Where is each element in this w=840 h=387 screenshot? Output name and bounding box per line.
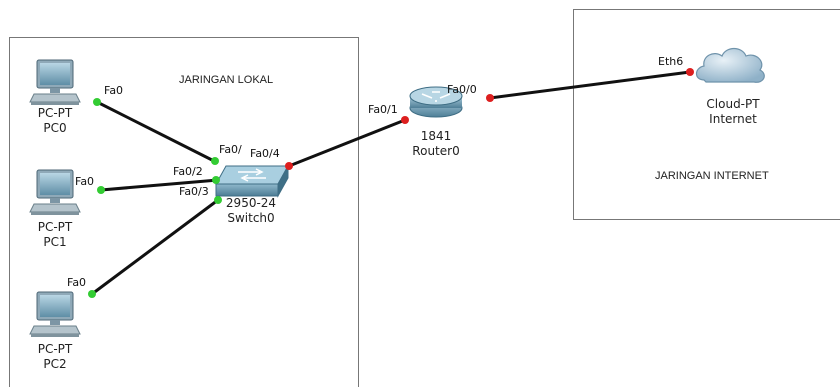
port-dot-switch0-fa03 xyxy=(214,196,222,204)
router0-name: Router0 xyxy=(412,144,460,158)
port-dot-pc1-fa0 xyxy=(97,186,105,194)
port-dot-router0-fa01 xyxy=(401,116,409,124)
port-dot-pc2-fa0 xyxy=(88,290,96,298)
pc2-model: PC-PT xyxy=(37,342,73,356)
pc0-name: PC0 xyxy=(43,121,67,135)
pc1-name: PC1 xyxy=(43,235,67,249)
internet-network-label: JARINGAN INTERNET xyxy=(655,170,769,182)
port-label-switch0-fa04: Fa0/4 xyxy=(250,147,280,160)
link-pc1-switch0[interactable] xyxy=(100,178,219,192)
cloud-name: Internet xyxy=(709,112,757,126)
pc-icon[interactable] xyxy=(29,59,81,105)
link-switch0-router0[interactable] xyxy=(288,118,406,168)
link-router0-cloud[interactable] xyxy=(489,70,691,100)
port-label-switch0-fa03: Fa0/3 xyxy=(179,185,209,198)
port-label-switch0-fa02: Fa0/2 xyxy=(173,165,203,178)
port-label-pc0-fa0: Fa0 xyxy=(104,84,124,97)
link-pc2-switch0[interactable] xyxy=(91,198,219,296)
port-dot-cloud-eth6 xyxy=(686,68,694,76)
port-dot-pc0-fa0 xyxy=(93,98,101,106)
pc-icon[interactable] xyxy=(29,291,81,337)
pc1-model: PC-PT xyxy=(37,220,73,234)
port-label-router0-fa00: Fa0/0 xyxy=(447,83,477,96)
cloud-model: Cloud-PT xyxy=(706,97,760,111)
pc2-label: PC-PT PC2 xyxy=(30,342,80,372)
switch0-model: 2950-24 xyxy=(225,196,277,210)
port-dot-switch0-fa04 xyxy=(285,162,293,170)
link-pc0-switch0[interactable] xyxy=(96,100,217,164)
switch-icon[interactable] xyxy=(215,164,289,198)
internet-network-area[interactable] xyxy=(573,9,840,220)
router-icon[interactable] xyxy=(409,86,463,118)
port-label-pc1-fa0: Fa0 xyxy=(75,175,95,188)
port-dot-switch0-fa02 xyxy=(212,176,220,184)
pc0-model: PC-PT xyxy=(37,106,73,120)
pc0-label: PC-PT PC0 xyxy=(30,106,80,136)
port-label-cloud-eth6: Eth6 xyxy=(658,55,684,68)
port-dot-switch0-fa01 xyxy=(211,157,219,165)
port-label-switch0-fa01: Fa0/ xyxy=(219,143,242,156)
cloud-label: Cloud-PT Internet xyxy=(688,97,778,127)
port-indicators xyxy=(88,68,694,298)
pc1-label: PC-PT PC1 xyxy=(30,220,80,250)
local-network-label: JARINGAN LOKAL xyxy=(179,74,274,86)
router0-label: 1841 Router0 xyxy=(406,129,466,159)
port-dot-router0-fa00 xyxy=(486,94,494,102)
router0-model: 1841 xyxy=(420,129,452,143)
port-label-router0-fa01: Fa0/1 xyxy=(368,103,398,116)
links xyxy=(91,70,691,296)
pc2-name: PC2 xyxy=(43,357,67,371)
cloud-icon[interactable] xyxy=(695,47,765,83)
port-label-pc2-fa0: Fa0 xyxy=(67,276,87,289)
pc-icon[interactable] xyxy=(29,169,81,215)
switch0-name: Switch0 xyxy=(227,211,275,225)
switch0-label: 2950-24 Switch0 xyxy=(216,196,286,226)
